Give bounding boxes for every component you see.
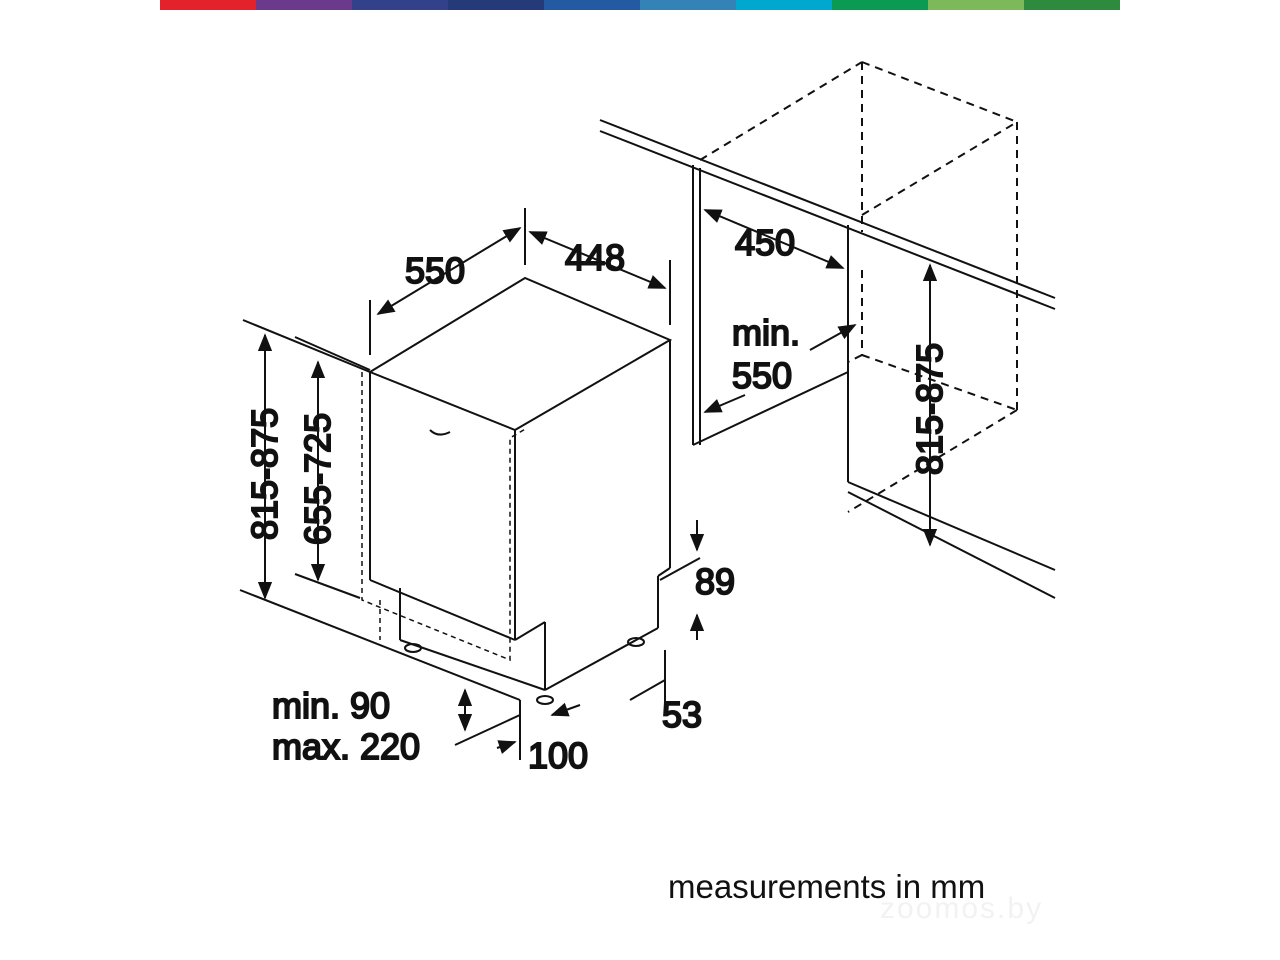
color-segment <box>736 0 832 10</box>
body-height-label: 655-725 <box>297 413 338 545</box>
plinth-min-label: min. 90 <box>272 685 390 726</box>
depth-label: 550 <box>405 250 465 291</box>
total-height-label: 815-875 <box>244 408 285 540</box>
color-segment <box>448 0 544 10</box>
cabinet-depth-prefix: min. <box>732 312 800 353</box>
plinth-depth-label: 100 <box>528 735 588 776</box>
color-segment <box>832 0 928 10</box>
color-segment <box>928 0 1024 10</box>
niche-height-label: 815-875 <box>909 343 950 475</box>
brand-color-bar <box>160 0 1120 10</box>
watermark: zoomos.by <box>880 892 1044 925</box>
color-segment <box>352 0 448 10</box>
plinth-max-label: max. 220 <box>272 726 420 767</box>
color-segment <box>256 0 352 10</box>
dishwasher-body <box>361 276 673 705</box>
plinth-top-label: 89 <box>695 561 735 602</box>
color-segment <box>640 0 736 10</box>
cabinet-width-label: 450 <box>735 222 795 263</box>
color-segment <box>160 0 256 10</box>
measurements-caption: measurements in mm <box>668 868 986 905</box>
color-segment <box>544 0 640 10</box>
cabinet-depth-label: 550 <box>732 355 792 396</box>
color-segment <box>1024 0 1120 10</box>
dimension-lines <box>239 208 938 760</box>
width-label: 448 <box>565 237 625 278</box>
kitchen-cabinet <box>599 61 1056 599</box>
plinth-bottom-label: 53 <box>662 694 702 735</box>
